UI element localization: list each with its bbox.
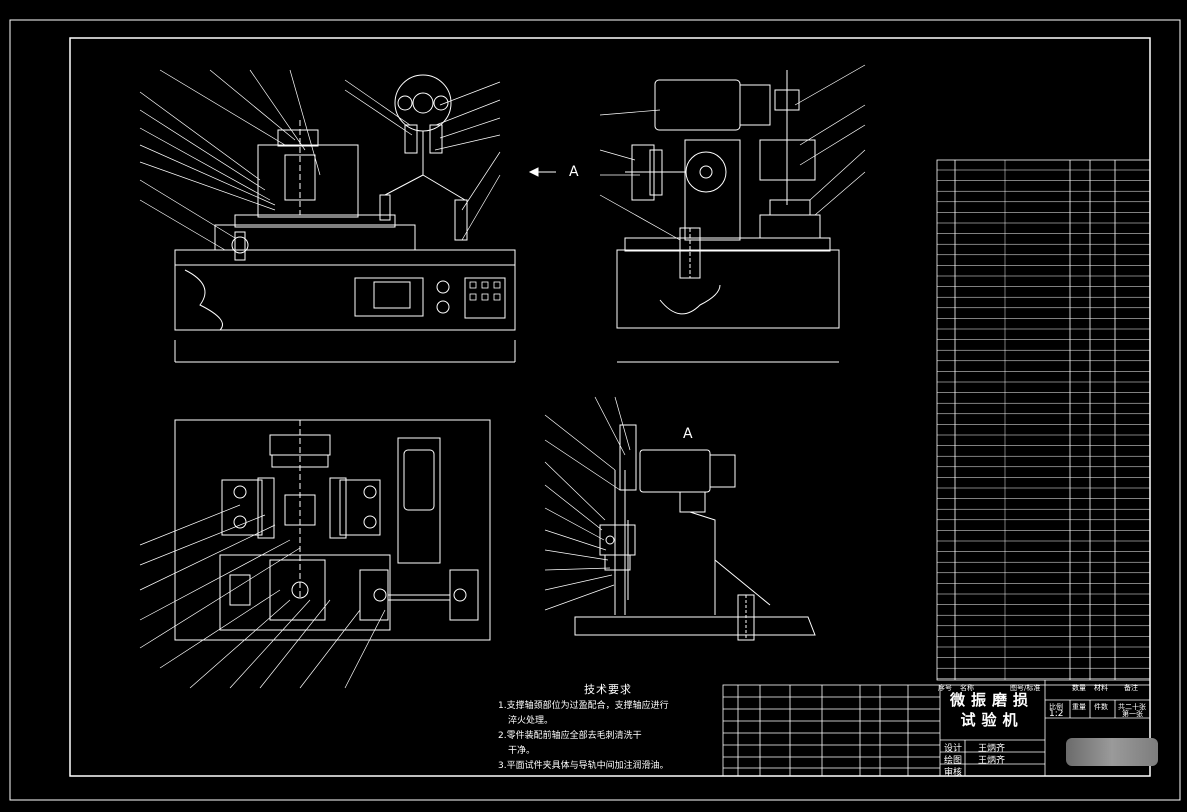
scale-label: 比例 [1049,703,1063,711]
scale-value: 1:2 [1049,709,1064,719]
tech-req-line: 2.零件装配前轴应全部去毛刺清洗干 [498,731,642,741]
sheets-total: 共二十张 [1118,703,1146,711]
header-qty: 数量 [1072,684,1086,692]
drawing-title: 微振磨损 试验机 [944,690,1040,730]
tech-req-heading: 技术要求 [584,683,632,696]
designer-name: 王炳齐 [978,744,1006,754]
drafter-name: 王炳齐 [978,756,1006,766]
header-seq: 序号 [938,684,952,692]
header-code: 图号/标准 [1010,684,1041,692]
weight-label: 重量 [1072,703,1086,711]
drawing-title-line1: 微振磨损 [949,691,1034,709]
tech-req-line: 干净。 [508,746,536,756]
technical-requirements: 技术要求 1.支撑轴颈部位为过盈配合，支撑轴应进行 淬火处理。 2.零件装配前轴… [498,682,718,774]
check-label: 绘图 [944,756,963,766]
inner-frame [69,37,1151,777]
parts-list-rows [937,169,1150,680]
header-material: 材料 [1094,684,1108,692]
tech-req-line: 3.平面试件夹具体与导轨中间加注润滑油。 [498,761,669,771]
drawing-title-line2: 试验机 [960,711,1024,729]
view-label-a: A [683,426,693,442]
parts-list [936,159,1151,681]
blurred-watermark [1066,738,1158,766]
front-view [139,69,556,363]
view-a [544,396,816,641]
header-name: 名称 [960,684,974,692]
side-view [599,64,866,363]
sheet-number: 第一张 [1122,710,1143,718]
tech-req-line: 1.支撑轴颈部位为过盈配合，支撑轴应进行 [498,701,669,711]
title-block [722,680,1151,777]
tech-req-line: 淬火处理。 [508,716,554,726]
view-label-a: A [569,164,579,180]
count-label: 件数 [1094,703,1108,711]
approve-label: 审核 [944,768,963,778]
outer-frame [9,19,1181,801]
top-view [139,419,491,689]
design-label: 设计 [944,744,963,754]
header-remark: 备注 [1124,684,1138,692]
